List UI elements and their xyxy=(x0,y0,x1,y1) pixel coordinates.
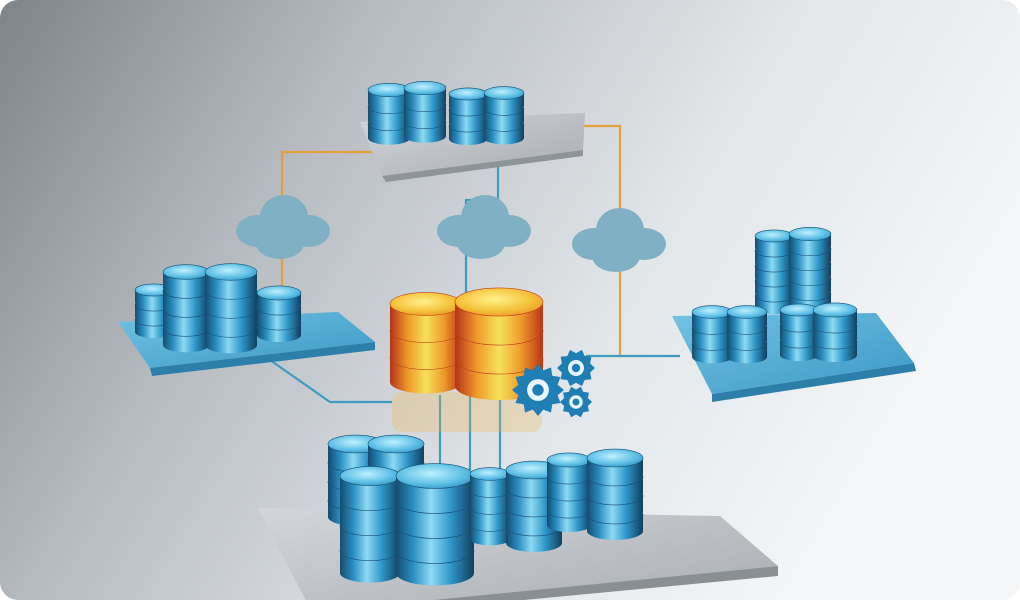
database-stack xyxy=(754,229,794,315)
gear-icon xyxy=(557,349,595,387)
database-stacks xyxy=(134,80,858,586)
database-stack xyxy=(403,80,447,143)
cloud-icon xyxy=(236,195,330,259)
gear-icon xyxy=(512,364,564,416)
gears xyxy=(512,349,595,418)
database-stack xyxy=(726,305,768,364)
clouds xyxy=(236,195,666,272)
database-stack xyxy=(395,463,475,586)
central-database-stack xyxy=(454,287,544,401)
database-stack xyxy=(204,263,258,354)
database-stack xyxy=(483,86,525,145)
database-stack xyxy=(469,467,511,546)
database-stack xyxy=(779,303,819,362)
cloud-icon xyxy=(572,208,666,272)
database-stack xyxy=(691,305,733,364)
central-reflection xyxy=(392,392,542,432)
central-database-stack xyxy=(389,292,463,394)
database-stack xyxy=(256,285,302,343)
database-stack xyxy=(812,302,858,363)
database-stack xyxy=(339,466,401,583)
database-stack xyxy=(546,452,592,533)
database-stack xyxy=(586,448,644,540)
database-stack xyxy=(367,82,411,145)
database-stack xyxy=(448,87,488,146)
gear-icon xyxy=(560,386,592,418)
cloud-icon xyxy=(437,195,531,259)
database-stack xyxy=(162,264,210,353)
